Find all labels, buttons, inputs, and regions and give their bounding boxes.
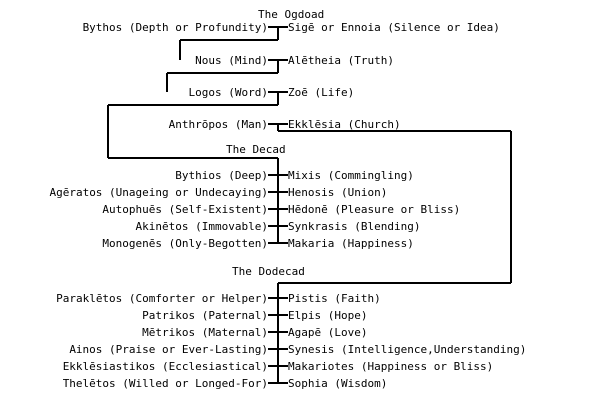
aeon-pair-row: Bythios (Deep) Mixis (Commingling) xyxy=(0,169,600,182)
aeon-name-left: Anthrōpos (Man) xyxy=(168,118,268,131)
aeon-pair-row: Ekklēsiastikos (Ecclesiastical) Makariote… xyxy=(0,360,600,373)
aeon-pair-row: Agēratos (Unageing or Undecaying) Henosis… xyxy=(0,186,600,199)
aeon-name-right: Sigē or Ennoia (Silence or Idea) xyxy=(288,21,500,34)
aeon-name-right: Mixis (Commingling) xyxy=(288,169,414,182)
aeon-pair-row: Monogenēs (Only-Begotten) Makaria (Happin… xyxy=(0,237,600,250)
aeon-name-right: Synesis (Intelligence,Understanding) xyxy=(288,343,527,356)
aeon-name-left: Akinētos (Immovable) xyxy=(135,220,268,233)
aeon-pair-row: Mētrikos (Maternal) Agapē (Love) xyxy=(0,326,600,339)
aeon-pair-row: Akinētos (Immovable) Synkrasis (Blending) xyxy=(0,220,600,233)
aeon-pair-row: Nous (Mind) Alētheia (Truth) xyxy=(0,54,600,67)
aeon-name-left: Paraklētos (Comforter or Helper) xyxy=(56,292,268,305)
aeon-name-left: Thelētos (Willed or Longed-For) xyxy=(62,377,268,390)
aeon-name-right: Henosis (Union) xyxy=(288,186,388,199)
aeon-name-right: Ekklēsia (Church) xyxy=(288,118,401,131)
aeon-name-right: Sophia (Wisdom) xyxy=(288,377,388,390)
section-heading-decad: The Decad xyxy=(226,143,286,156)
aeon-pair-row: Thelētos (Willed or Longed-For) Sophia (W… xyxy=(0,377,600,390)
aeon-name-left: Bythos (Depth or Profundity) xyxy=(82,21,268,34)
aeon-name-right: Makariotes (Happiness or Bliss) xyxy=(288,360,494,373)
aeon-name-left: Monogenēs (Only-Begotten) xyxy=(102,237,268,250)
aeon-name-left: Patrikos (Paternal) xyxy=(142,309,268,322)
aeon-name-left: Logos (Word) xyxy=(188,86,268,99)
aeon-name-left: Ainos (Praise or Ever-Lasting) xyxy=(69,343,268,356)
aeon-name-right: Pistis (Faith) xyxy=(288,292,381,305)
aeon-pair-row: Patrikos (Paternal) Elpis (Hope) xyxy=(0,309,600,322)
aeon-name-left: Nous (Mind) xyxy=(195,54,268,67)
aeon-name-right: Zoē (Life) xyxy=(288,86,355,99)
aeon-name-right: Makaria (Happiness) xyxy=(288,237,414,250)
aeon-pair-row: Paraklētos (Comforter or Helper) Pistis (… xyxy=(0,292,600,305)
aeon-pair-row: Logos (Word) Zoē (Life) xyxy=(0,86,600,99)
aeon-name-left: Ekklēsiastikos (Ecclesiastical) xyxy=(62,360,268,373)
aeon-name-right: Elpis (Hope) xyxy=(288,309,368,322)
aeon-pair-row: Ainos (Praise or Ever-Lasting) Synesis (I… xyxy=(0,343,600,356)
section-heading-ogdoad: The Ogdoad xyxy=(258,8,325,21)
aeon-name-right: Synkrasis (Blending) xyxy=(288,220,421,233)
aeon-name-right: Alētheia (Truth) xyxy=(288,54,394,67)
aeon-pair-row: Anthrōpos (Man) Ekklēsia (Church) xyxy=(0,118,600,131)
aeon-name-left: Autophuēs (Self-Existent) xyxy=(102,203,268,216)
section-heading-dodecad: The Dodecad xyxy=(232,265,305,278)
aeon-name-left: Bythios (Deep) xyxy=(175,169,268,182)
aeon-name-right: Agapē (Love) xyxy=(288,326,368,339)
aeon-name-left: Agēratos (Unageing or Undecaying) xyxy=(49,186,268,199)
aeon-pair-row: Autophuēs (Self-Existent) Hēdonē (Pleasur… xyxy=(0,203,600,216)
aeon-name-left: Mētrikos (Maternal) xyxy=(142,326,268,339)
aeon-name-right: Hēdonē (Pleasure or Bliss) xyxy=(288,203,461,216)
aeon-pair-row: Bythos (Depth or Profundity) Sigē or Enno… xyxy=(0,21,600,34)
